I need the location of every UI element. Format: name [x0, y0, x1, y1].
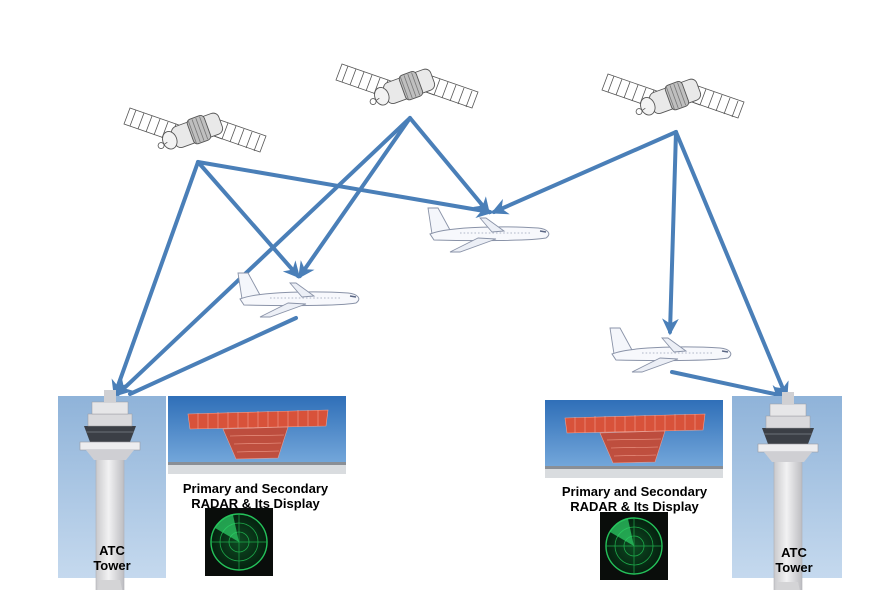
link-satleft-to-aircraft-center: [196, 160, 494, 219]
tower-label-line1: ATC: [99, 543, 125, 558]
radar-antenna-image: [167, 395, 347, 475]
link-satleft-to-tower-left: [111, 160, 200, 398]
radar-label-right: Primary and Secondary RADAR & Its Displa…: [547, 484, 722, 515]
link-satright-to-aircraft-right: [662, 130, 679, 336]
radar-label-line2: RADAR & Its Display: [570, 498, 699, 514]
tower-label-line1: ATC: [781, 545, 807, 560]
link-satcenter-to-aircraft-left: [298, 116, 412, 279]
airplane-icon: [237, 272, 360, 318]
radar-label-line1: Primary and Secondary: [561, 484, 708, 499]
link-aircraft-left-to-tower-left: [128, 316, 298, 396]
tower-label-left: ATC Tower: [82, 543, 142, 574]
satellite-icon: [335, 63, 479, 114]
airplane-icon: [427, 207, 550, 253]
radar-scope-icon: [599, 511, 669, 581]
radar-label-left: Primary and Secondary RADAR & Its Displa…: [168, 481, 343, 512]
tower-label-line2: Tower: [93, 557, 131, 573]
station-right: [544, 391, 842, 590]
link-satright-to-aircraft-center: [490, 130, 678, 215]
link-satright-to-tower-right: [674, 130, 789, 400]
radar-scope-icon: [204, 507, 274, 577]
link-satcenter-to-aircraft-center: [408, 116, 491, 215]
airplane-icon: [609, 327, 732, 373]
link-aircraft-right-to-tower-right: [670, 370, 788, 402]
radar-antenna-image: [544, 399, 724, 479]
radar-label-line2: RADAR & Its Display: [191, 495, 320, 511]
radar-label-line1: Primary and Secondary: [182, 481, 329, 496]
tower-label-line2: Tower: [775, 559, 813, 575]
satellite-icon: [601, 73, 745, 124]
station-left: [58, 389, 347, 590]
tower-label-right: ATC Tower: [764, 545, 824, 576]
link-satcenter-to-tower-left: [115, 116, 412, 397]
satellite-icon: [123, 107, 267, 158]
link-satleft-to-aircraft-left: [196, 160, 301, 279]
